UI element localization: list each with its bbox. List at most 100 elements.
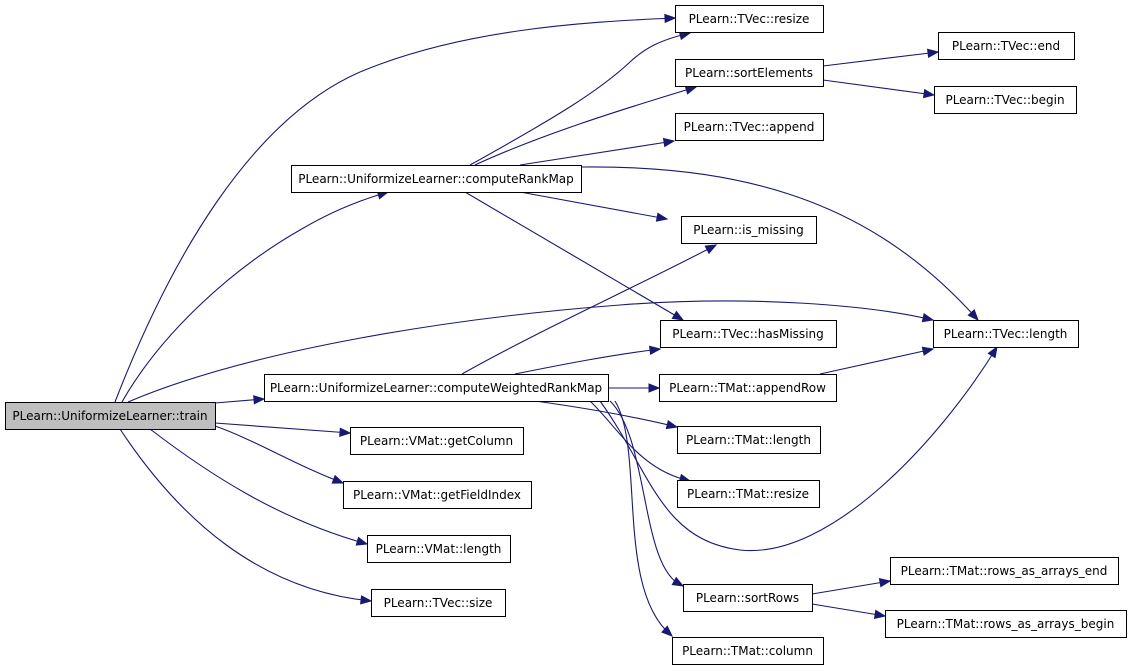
- edge-sortRows-to-rows_end: [811, 578, 892, 595]
- node-box[interactable]: [291, 165, 582, 193]
- node-label: PLearn::UniformizeLearner::computeWeight…: [270, 381, 602, 395]
- edge-computeRankMap-to-tvec_append: [519, 137, 676, 166]
- node-label: PLearn::TVec::length: [944, 327, 1068, 341]
- edge-line: [461, 244, 717, 375]
- node-rows_end[interactable]: PLearn::TMat::rows_as_arrays_end: [890, 557, 1119, 585]
- node-label: PLearn::is_missing: [693, 223, 804, 237]
- node-label: PLearn::TMat::column: [682, 644, 813, 658]
- edge-line: [114, 17, 676, 403]
- node-box[interactable]: [890, 557, 1119, 585]
- node-label: PLearn::sortElements: [685, 66, 813, 80]
- node-box[interactable]: [675, 113, 824, 141]
- edge-computeRankMap-to-tvec_resize: [469, 30, 692, 166]
- edge-train-to-tvec_resize: [114, 13, 677, 403]
- arrow-head-icon: [878, 578, 892, 588]
- edge-computeWeightedRankMap-to-is_missing: [461, 244, 718, 375]
- node-computeRankMap[interactable]: PLearn::UniformizeLearner::computeRankMa…: [291, 165, 582, 193]
- node-tmat_length[interactable]: PLearn::TMat::length: [677, 426, 821, 454]
- node-box[interactable]: [677, 480, 820, 508]
- arrow-head-icon: [665, 419, 679, 430]
- node-box[interactable]: [681, 216, 817, 244]
- node-box[interactable]: [672, 637, 824, 665]
- node-train[interactable]: PLearn::UniformizeLearner::train: [5, 402, 216, 430]
- edge-computeRankMap-to-sortElements: [474, 85, 698, 166]
- arrow-head-icon: [253, 395, 266, 405]
- node-label: PLearn::TVec::resize: [689, 12, 810, 26]
- node-tvec_length[interactable]: PLearn::TVec::length: [933, 320, 1079, 348]
- node-label: PLearn::VMat::length: [376, 542, 502, 556]
- node-hasMissing[interactable]: PLearn::TVec::hasMissing: [660, 320, 837, 348]
- node-box[interactable]: [350, 427, 524, 455]
- node-tvec_size[interactable]: PLearn::TVec::size: [371, 589, 506, 617]
- node-box[interactable]: [660, 320, 837, 348]
- arrow-head-icon: [331, 474, 345, 484]
- edge-line: [214, 425, 344, 484]
- arrow-head-icon: [655, 212, 669, 222]
- node-box[interactable]: [659, 374, 837, 402]
- node-box[interactable]: [934, 86, 1077, 114]
- arrow-head-icon: [671, 576, 685, 587]
- arrow-head-icon: [648, 383, 661, 393]
- edge-line: [464, 191, 684, 321]
- arrow-head-icon: [671, 310, 685, 321]
- node-rows_begin[interactable]: PLearn::TMat::rows_as_arrays_begin: [885, 610, 1127, 638]
- node-vmat_length[interactable]: PLearn::VMat::length: [367, 535, 511, 563]
- node-box[interactable]: [885, 610, 1127, 638]
- node-computeWeightedRankMap[interactable]: PLearn::UniformizeLearner::computeWeight…: [264, 374, 609, 402]
- edge-line: [474, 86, 697, 166]
- node-box[interactable]: [938, 32, 1075, 60]
- node-box[interactable]: [264, 374, 609, 402]
- node-box[interactable]: [683, 584, 813, 612]
- node-box[interactable]: [5, 402, 216, 430]
- node-appendRow[interactable]: PLearn::TMat::appendRow: [659, 374, 837, 402]
- arrow-head-icon: [921, 313, 935, 323]
- arrow-head-icon: [873, 609, 887, 619]
- arrow-head-icon: [987, 345, 998, 359]
- edge-sortRows-to-rows_begin: [811, 603, 887, 619]
- arrow-head-icon: [922, 88, 936, 99]
- node-getColumn[interactable]: PLearn::VMat::getColumn: [350, 427, 524, 455]
- edge-line: [822, 79, 935, 96]
- node-box[interactable]: [675, 5, 824, 33]
- edge-line: [589, 400, 691, 482]
- arrow-head-icon: [360, 595, 373, 605]
- node-box[interactable]: [343, 481, 532, 509]
- edge-line: [534, 400, 678, 428]
- edge-line: [819, 348, 934, 375]
- edge-computeWeightedRankMap-to-tmat_column: [614, 400, 673, 637]
- edge-line: [119, 428, 372, 602]
- node-tvec_end[interactable]: PLearn::TVec::end: [938, 32, 1075, 60]
- node-label: PLearn::TMat::resize: [687, 487, 809, 501]
- node-label: PLearn::TMat::appendRow: [669, 381, 826, 395]
- node-box[interactable]: [677, 426, 821, 454]
- node-sortRows[interactable]: PLearn::sortRows: [683, 584, 813, 612]
- node-is_missing[interactable]: PLearn::is_missing: [681, 216, 817, 244]
- node-getFieldIndex[interactable]: PLearn::VMat::getFieldIndex: [343, 481, 532, 509]
- node-sortElements[interactable]: PLearn::sortElements: [675, 59, 824, 87]
- edge-computeRankMap-to-is_missing: [519, 191, 669, 222]
- node-tmat_resize[interactable]: PLearn::TMat::resize: [677, 480, 820, 508]
- node-label: PLearn::TVec::size: [384, 596, 493, 610]
- arrow-head-icon: [661, 625, 673, 637]
- arrow-head-icon: [704, 244, 718, 255]
- node-box[interactable]: [675, 59, 824, 87]
- node-tvec_begin[interactable]: PLearn::TVec::begin: [934, 86, 1077, 114]
- node-label: PLearn::TVec::end: [952, 39, 1060, 53]
- node-tvec_append[interactable]: PLearn::TVec::append: [675, 113, 824, 141]
- node-label: PLearn::sortRows: [696, 591, 799, 605]
- node-box[interactable]: [371, 589, 506, 617]
- node-label: PLearn::TMat::rows_as_arrays_begin: [897, 617, 1115, 631]
- node-box[interactable]: [933, 320, 1079, 348]
- edge-line: [811, 603, 886, 617]
- edges-layer: [114, 13, 998, 637]
- node-tmat_column[interactable]: PLearn::TMat::column: [672, 637, 824, 665]
- arrow-head-icon: [967, 309, 979, 321]
- edge-sortElements-to-tvec_end: [822, 48, 940, 67]
- node-label: PLearn::VMat::getFieldIndex: [353, 488, 521, 502]
- node-box[interactable]: [367, 535, 511, 563]
- node-label: PLearn::TVec::begin: [945, 93, 1064, 107]
- edge-computeWeightedRankMap-to-appendRow: [608, 383, 661, 393]
- arrow-head-icon: [648, 345, 662, 355]
- node-tvec_resize[interactable]: PLearn::TVec::resize: [675, 5, 824, 33]
